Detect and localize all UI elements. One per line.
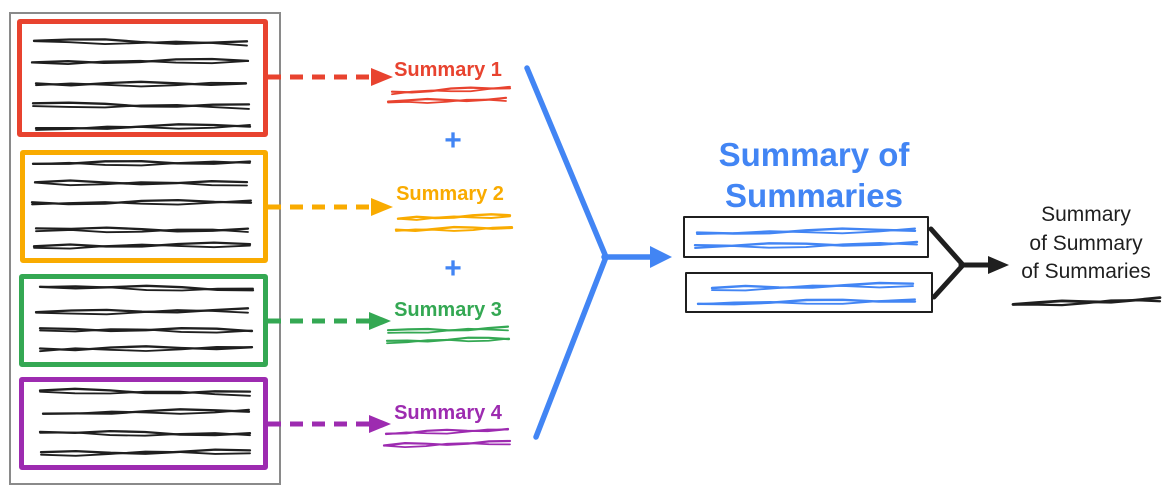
summary-2-label: Summary 2 <box>396 183 504 205</box>
summary-3-label: Summary 3 <box>394 299 502 321</box>
plus-operator-2: + <box>444 252 462 285</box>
dashed-arrow-red <box>268 68 393 86</box>
summary-2-scribble <box>394 225 514 232</box>
plus-operator-1: + <box>444 124 462 157</box>
summary-1-scribble <box>386 96 508 104</box>
summary-4-scribble <box>382 439 512 448</box>
summary-of-summaries-page-1 <box>683 216 929 258</box>
summary-4-label: Summary 4 <box>394 402 502 424</box>
dashed-arrow-purple <box>268 415 391 433</box>
merge-lines-black <box>928 226 1009 300</box>
final-summary-label: Summary of Summary of Summaries <box>1005 201 1167 287</box>
summary-3-scribble <box>386 325 510 334</box>
summary-3-scribble <box>385 336 511 345</box>
source-document-section-2 <box>20 150 268 263</box>
dashed-arrow-green <box>268 312 391 330</box>
source-document-section-1 <box>17 19 268 137</box>
summary-2-scribble <box>396 213 512 221</box>
source-document-section-4 <box>19 377 268 470</box>
summary-of-summaries-title-line2: Summaries <box>725 177 903 214</box>
summary-of-summaries-title: Summary of Summaries <box>694 134 934 216</box>
dashed-arrow-orange <box>268 198 393 216</box>
final-summary-label-line1: Summary <box>1041 203 1131 226</box>
final-summary-label-line2: of Summary <box>1029 231 1143 255</box>
summary-of-summaries-title-line1: Summary of <box>718 136 910 173</box>
summary-of-summaries-page-2 <box>685 272 933 313</box>
summary-1-scribble <box>390 85 512 96</box>
merge-lines-blue <box>524 65 672 440</box>
final-summary-label-line3: of Summaries <box>1021 260 1151 283</box>
final-summary-scribble <box>1011 296 1162 307</box>
summary-4-scribble <box>384 427 510 436</box>
source-document-section-3 <box>19 274 268 367</box>
summary-1-label: Summary 1 <box>394 59 502 81</box>
